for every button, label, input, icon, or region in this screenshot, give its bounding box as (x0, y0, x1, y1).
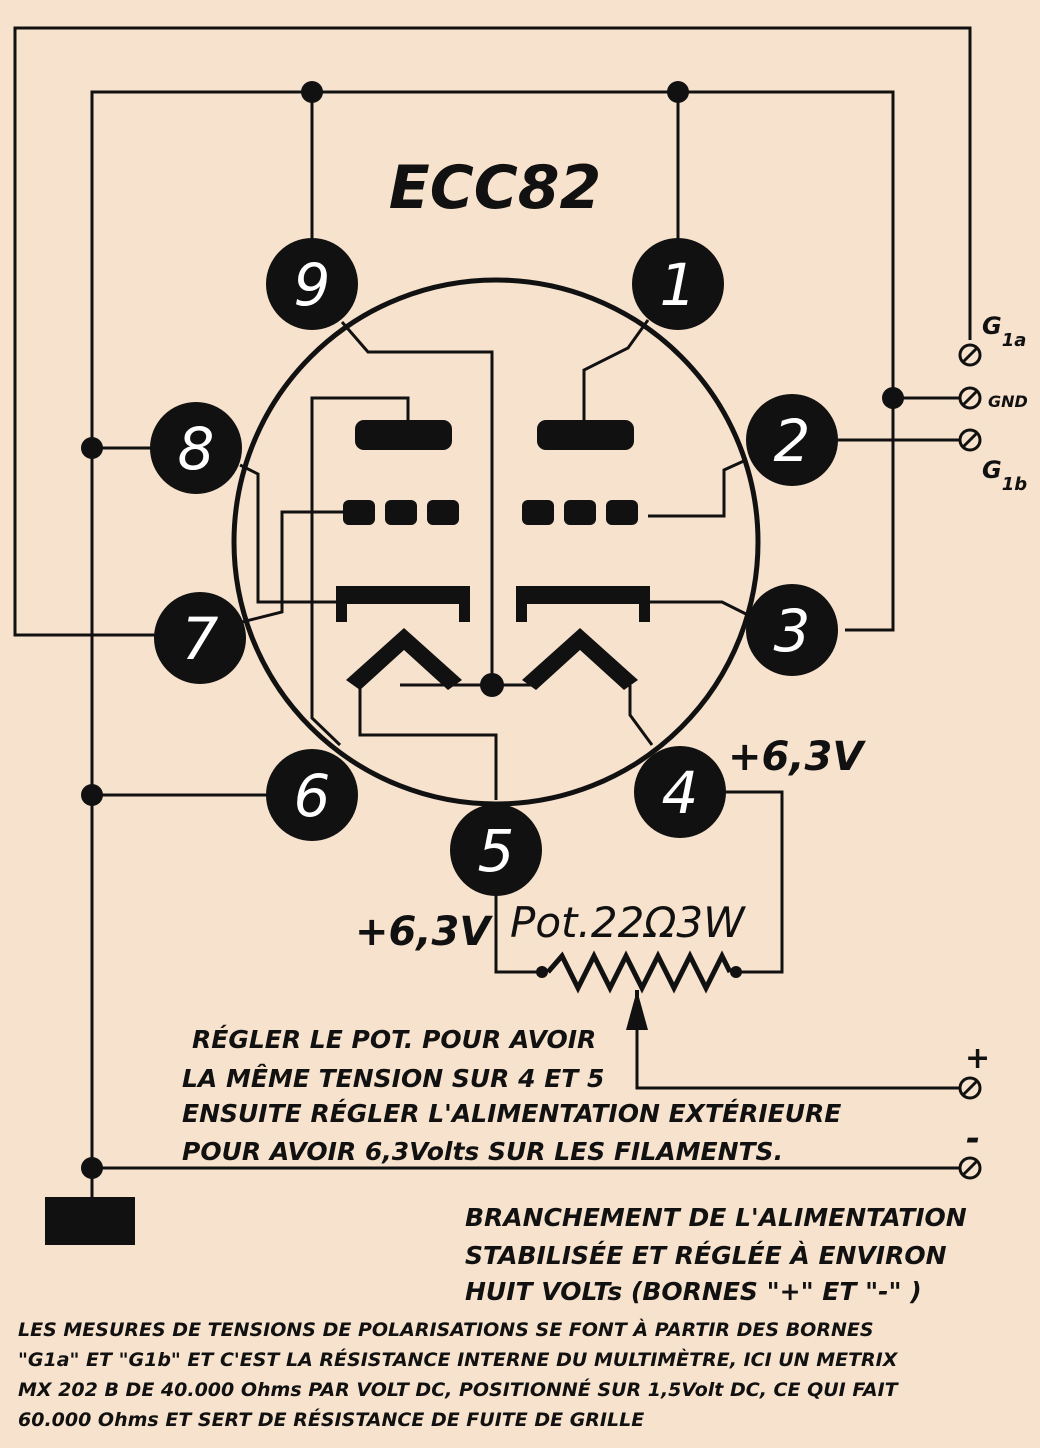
footer-note-line-3: MX 202 B DE 40.000 Ohms PAR VOLT DC, POS… (18, 1378, 900, 1401)
wire-g1a (13, 26, 972, 637)
electrodes (45, 81, 904, 1245)
wire-pin5-pot (494, 890, 542, 974)
terminal-gnd-label: GND (988, 392, 1028, 411)
terminal-g1b-label: G1b (982, 456, 1027, 495)
pin-9-label: 9 (294, 251, 331, 319)
pin-6: 6 (266, 749, 358, 841)
supply-note-line-1: BRANCHEMENT DE L'ALIMENTATION (465, 1203, 967, 1232)
instruction-line-1: RÉGLER LE POT. POUR AVOIR (192, 1025, 596, 1054)
tube-title: ECC82 (389, 153, 602, 223)
tube-internals (237, 319, 749, 800)
pin-2: 2 (746, 394, 838, 486)
pin-3: 3 (746, 584, 838, 676)
voltage-label-pin5: +6,3V (355, 909, 493, 955)
terminal-plus-label: + (965, 1041, 990, 1076)
cathode-1 (336, 586, 470, 622)
instruction-line-3: ENSUITE RÉGLER L'ALIMENTATION EXTÉRIEURE (182, 1099, 841, 1128)
pot-wiper-arrow (626, 990, 648, 1030)
supply-note-line-3: HUIT VOLTs (BORNES "+" ET "-" ) (465, 1277, 922, 1306)
adjust-instructions: RÉGLER LE POT. POUR AVOIR LA MÊME TENSIO… (182, 1025, 841, 1166)
supply-note: BRANCHEMENT DE L'ALIMENTATION STABILISÉE… (465, 1203, 967, 1306)
anode-2 (537, 420, 634, 450)
instruction-line-2: LA MÊME TENSION SUR 4 ET 5 (182, 1063, 604, 1093)
terminal-plus-icon (958, 1076, 982, 1100)
wire-pin4-pot (725, 790, 784, 974)
footer-note-line-2: "G1a" ET "G1b" ET C'EST LA RÉSISTANCE IN… (18, 1348, 899, 1371)
voltage-label-pin4: +6,3V (728, 734, 866, 780)
footer-note-line-1: LES MESURES DE TENSIONS DE POLARISATIONS… (18, 1318, 874, 1341)
terminal-g1a-icon (958, 343, 982, 367)
supply-note-line-2: STABILISÉE ET RÉGLÉE À ENVIRON (465, 1240, 947, 1270)
footer-note: LES MESURES DE TENSIONS DE POLARISATIONS… (18, 1318, 900, 1431)
pin-1-label: 1 (660, 251, 697, 319)
pin-5-label: 5 (478, 817, 515, 885)
pin-5: 5 (450, 804, 542, 896)
pin-7-label: 7 (182, 605, 219, 673)
pin-8: 8 (150, 402, 242, 494)
pin-8-label: 8 (178, 415, 215, 483)
cathode-2 (516, 586, 650, 622)
anode-1 (355, 420, 452, 450)
heater-1 (346, 628, 462, 690)
wire-wiper-plus (635, 1030, 960, 1090)
ground-symbol (45, 1197, 135, 1245)
pin-6-label: 6 (294, 762, 331, 830)
pin-1: 1 (632, 238, 724, 330)
pin-4: 4 (634, 746, 726, 838)
pin-2-label: 2 (774, 407, 811, 475)
pin-4-label: 4 (662, 759, 699, 827)
terminal-g1a-label: G1a (982, 312, 1026, 351)
terminal-minus-icon (958, 1156, 982, 1180)
pins: 1 2 3 4 5 6 7 8 9 (150, 238, 838, 896)
center-node (480, 673, 504, 697)
terminal-g1b-icon (958, 428, 982, 452)
pin-7: 7 (154, 592, 246, 684)
terminals (958, 343, 982, 1180)
instruction-line-4: POUR AVOIR 6,3Volts SUR LES FILAMENTS. (182, 1137, 783, 1166)
wire-top-bus (90, 90, 895, 1200)
wires (13, 26, 972, 1200)
pin-9: 9 (266, 238, 358, 330)
heater-2 (522, 628, 638, 690)
pin-3-label: 3 (774, 597, 811, 665)
pot-label: Pot.22Ω3W (510, 898, 746, 947)
terminal-gnd-icon (958, 386, 982, 410)
potentiometer (536, 950, 742, 1030)
footer-note-line-4: 60.000 Ohms ET SERT DE RÉSISTANCE DE FUI… (18, 1408, 644, 1431)
terminal-minus-label: - (966, 1119, 980, 1159)
